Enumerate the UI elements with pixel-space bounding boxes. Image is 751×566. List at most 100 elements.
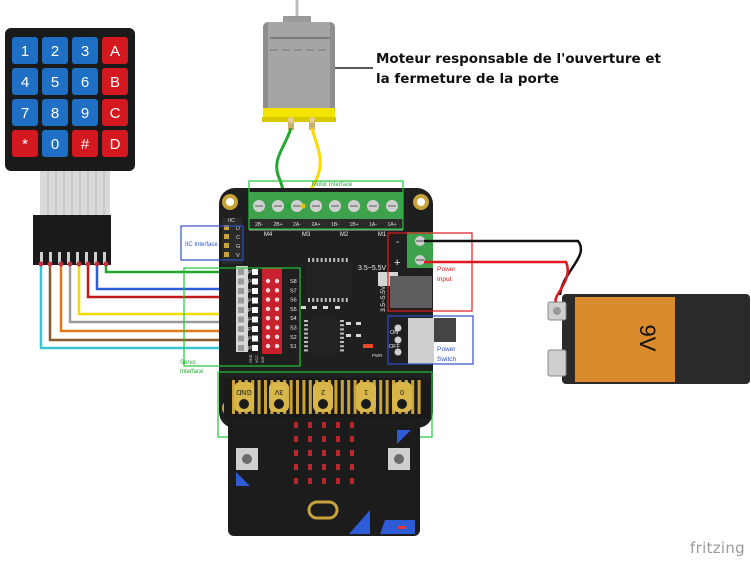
keypad-key-label: C [110,105,121,122]
keypad-key[interactable]: * [12,130,38,157]
terminal-label: 1A- [369,222,377,228]
keypad-key-label: 7 [21,105,29,122]
p-pin-label: P8 [248,318,255,324]
iic-interface-label: IIC Interface [185,242,218,248]
p-pin-label: P0 [248,346,255,352]
keypad-key[interactable]: 9 [72,99,98,126]
edge-pad-label: GND [236,388,252,395]
header-pin [252,278,258,285]
keypad-key[interactable]: A [102,37,128,64]
led [294,436,298,442]
terminal-label: 1B+ [349,222,358,228]
header-pin [252,307,258,313]
motor-label: M4 [264,232,273,238]
edge-pad-label: 1 [364,388,368,395]
header-pin [252,345,258,351]
motor-label: M2 [340,232,349,238]
servo-pin-label: S7 [290,288,297,294]
led [322,464,326,470]
header-pin [252,269,258,275]
led [322,450,326,456]
iic-pin-label: D [236,226,240,232]
led [350,422,354,428]
led [308,450,312,456]
motor-wire-yellow [301,127,322,206]
p-pin-label: P1 [248,337,255,343]
motor-wire-green [275,127,293,206]
iic-pin-label: V [236,253,240,259]
keypad-key-label: * [22,136,28,153]
keypad-key-label: 8 [51,105,59,122]
edge-pad-label: 2 [321,388,325,395]
fritzing-watermark: fritzing [690,539,745,557]
led [350,464,354,470]
header-pin [252,316,258,323]
plus-label: + [394,257,400,269]
keypad-key[interactable]: 5 [42,68,68,95]
led [308,422,312,428]
led [336,464,340,470]
motor-interface-label: Motor Interface [312,182,353,188]
led [336,450,340,456]
led [336,436,340,442]
keypad-key[interactable]: 7 [12,99,38,126]
keypad-key-label: D [110,136,121,153]
led [322,422,326,428]
keypad-key-label: 2 [51,43,59,60]
dc-motor [262,0,373,130]
keypad-key[interactable]: 4 [12,68,38,95]
p-pin-label: P2 [248,327,255,333]
servo-pin-label: S1 [290,344,297,350]
servo-interface-line2: Interface [180,369,204,375]
edge-pad: GND [234,382,254,412]
servo-interface-line1: Servo [180,360,196,366]
switch-on-label: ON [390,330,398,336]
edge-pad-label: 3V [274,388,283,395]
keypad-key[interactable]: # [72,130,98,157]
keypad-key[interactable]: D [102,130,128,157]
led [336,422,340,428]
keypad-key-label: 6 [81,74,89,91]
servo-pin-label: S6 [290,298,297,304]
led [294,450,298,456]
header-pin [252,288,258,294]
keypad-key[interactable]: 3 [72,37,98,64]
keypad-key-label: # [81,136,90,153]
keypad-key[interactable]: 0 [42,130,68,157]
battery-label: 9V [635,325,660,352]
voltage-label-b: 3.5~5.5V [380,285,387,312]
keypad-key[interactable]: C [102,99,128,126]
keypad-key-label: 1 [21,43,29,60]
motor-label: M3 [302,232,311,238]
terminal-label: 1B- [331,222,339,228]
edge-pad: 3V [269,382,289,412]
minus-label: - [396,237,399,248]
led [336,478,340,484]
iic-header-label: IIC [228,218,235,224]
gnd-mini-label: GND [249,354,253,363]
keypad-key[interactable]: 8 [42,99,68,126]
keypad-key[interactable]: 6 [72,68,98,95]
iic-pin-label: G [236,244,240,250]
battery-wire-red [424,260,569,303]
keypad-key-label: 9 [81,105,89,122]
servo-pin-label: S2 [290,335,297,341]
led [350,478,354,484]
edge-pad: 1 [356,382,376,412]
power-input-label-2: Input [437,276,452,283]
terminal-label: 2A+ [311,222,320,228]
led [350,436,354,442]
microbit [228,418,420,536]
keypad-key-label: 4 [21,74,29,91]
led [294,422,298,428]
keypad-key[interactable]: 2 [42,37,68,64]
keypad-key[interactable]: 1 [12,37,38,64]
vcc-mini-label: VCC [255,355,259,363]
keypad-key-label: B [110,74,120,91]
keypad-key-label: 5 [51,74,59,91]
keypad-key[interactable]: B [102,68,128,95]
